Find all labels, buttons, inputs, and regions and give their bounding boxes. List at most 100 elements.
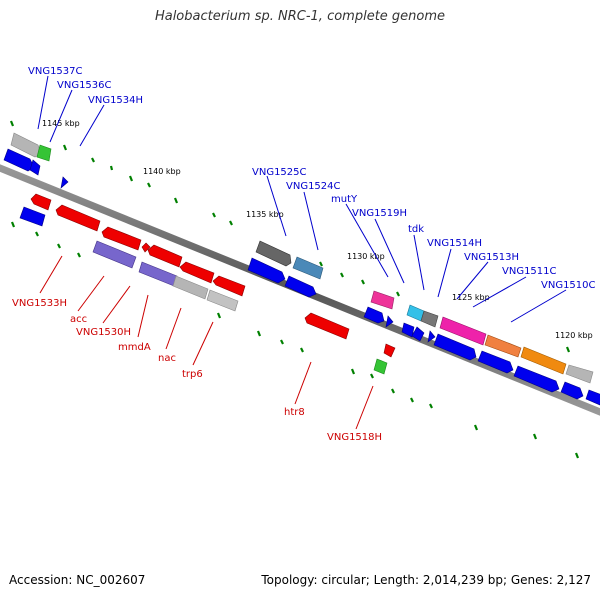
gene-arrow[interactable]: [439, 316, 487, 346]
callout-line: [355, 385, 374, 430]
ruler-dash: [429, 403, 433, 409]
gene-label[interactable]: VNG1530H: [76, 327, 131, 338]
ruler-dash: [370, 373, 374, 379]
gene-arrow[interactable]: [520, 346, 567, 375]
gene-arrow[interactable]: [373, 358, 388, 375]
ruler-dash: [10, 221, 16, 228]
gene-label[interactable]: VNG1513H: [464, 252, 519, 263]
forward-labels: VNG1537C VNG1536C VNG1534H VNG1525C VNG1…: [28, 66, 596, 291]
gene-label[interactable]: mmdA: [118, 342, 151, 353]
ruler-dash: [473, 424, 479, 431]
ruler-dash: [91, 157, 95, 163]
gene-label[interactable]: VNG1519H: [352, 208, 407, 219]
callout-line: [437, 248, 452, 298]
gene-arrow[interactable]: [30, 193, 52, 211]
ruler-dash: [216, 312, 222, 319]
gene-label[interactable]: htr8: [284, 407, 305, 418]
callout-line: [303, 191, 319, 251]
ruler-dash: [361, 279, 365, 285]
ruler-dash: [256, 330, 262, 337]
ruler-dash: [109, 165, 114, 171]
gene-label[interactable]: VNG1524C: [286, 181, 341, 192]
gene-arrow[interactable]: [138, 261, 178, 287]
ruler-dash: [565, 346, 571, 353]
gene-arrow[interactable]: [484, 334, 522, 358]
ruler-dash: [62, 144, 68, 151]
gene-arrow[interactable]: [212, 275, 246, 297]
gene-label[interactable]: trp6: [182, 369, 203, 380]
gene-arrow[interactable]: [255, 240, 292, 267]
gene-arrow[interactable]: [92, 240, 137, 269]
ruler-dash: [410, 397, 414, 403]
gene-arrow[interactable]: [383, 343, 396, 358]
gene-arrow[interactable]: [477, 350, 514, 374]
gene-arrow[interactable]: [292, 256, 324, 280]
reverse-genes: [19, 193, 396, 375]
ruler-dash: [128, 175, 134, 182]
gene-label[interactable]: VNG1537C: [28, 66, 83, 77]
ruler-dash: [147, 182, 151, 188]
gene-label[interactable]: mutY: [331, 194, 358, 205]
callout-line: [510, 289, 567, 323]
tick-label: 1130 kbp: [347, 252, 385, 261]
gene-label[interactable]: VNG1525C: [252, 167, 307, 178]
gene-label[interactable]: VNG1533H: [12, 298, 67, 309]
gene-arrow[interactable]: [385, 315, 394, 328]
gene-arrow[interactable]: [427, 330, 436, 343]
gene-label[interactable]: VNG1536C: [57, 80, 112, 91]
gene-arrow[interactable]: [172, 275, 209, 300]
tick-label: 1145 kbp: [42, 119, 80, 128]
gene-arrow[interactable]: [363, 306, 385, 324]
gene-arrow[interactable]: [147, 244, 183, 268]
gene-label[interactable]: VNG1510C: [541, 280, 596, 291]
callout-line: [456, 261, 489, 300]
gene-label[interactable]: VNG1514H: [427, 238, 482, 249]
callout-line: [137, 294, 149, 338]
gene-arrow[interactable]: [101, 226, 142, 251]
callout-line: [39, 255, 63, 294]
ruler-dash: [300, 347, 304, 353]
callout-line: [472, 276, 527, 308]
gene-arrow[interactable]: [60, 176, 69, 189]
callout-line: [345, 203, 389, 278]
gene-arrow[interactable]: [247, 257, 286, 284]
gene-arrow[interactable]: [370, 290, 395, 310]
gene-label[interactable]: acc: [70, 314, 87, 325]
ruler-dash: [280, 339, 284, 345]
gene-arrow[interactable]: [513, 365, 560, 393]
forward-genes: [3, 132, 600, 406]
callout-line: [374, 218, 405, 284]
ruler-dash: [391, 388, 395, 394]
tick-label: 1125 kbp: [452, 293, 490, 302]
gene-label[interactable]: tdk: [408, 224, 424, 235]
gene-label[interactable]: nac: [158, 353, 176, 364]
ruler-dash: [229, 220, 233, 226]
gene-arrow[interactable]: [179, 261, 215, 284]
gene-arrow[interactable]: [19, 206, 46, 227]
gene-arrow[interactable]: [284, 275, 317, 298]
gene-arrow[interactable]: [304, 312, 350, 340]
gene-label[interactable]: VNG1534H: [88, 95, 143, 106]
gene-label[interactable]: VNG1511C: [502, 266, 557, 277]
gene-arrow[interactable]: [36, 144, 52, 162]
gene-label[interactable]: VNG1518H: [327, 432, 382, 443]
gene-arrow[interactable]: [420, 310, 439, 328]
ruler-dash: [319, 261, 323, 267]
gene-arrow[interactable]: [141, 242, 151, 253]
gene-arrow[interactable]: [560, 381, 584, 400]
genome-summary-text: Topology: circular; Length: 2,014,239 bp…: [261, 573, 591, 587]
gene-arrow[interactable]: [565, 364, 594, 384]
callout-line: [49, 89, 73, 143]
gene-arrow[interactable]: [206, 289, 239, 312]
gene-arrow[interactable]: [433, 333, 477, 361]
gene-arrow[interactable]: [29, 159, 41, 176]
gene-arrow[interactable]: [585, 389, 600, 406]
gene-arrow[interactable]: [411, 326, 425, 342]
gene-arrow[interactable]: [401, 322, 415, 338]
gene-arrow[interactable]: [55, 204, 101, 232]
callout-line: [294, 361, 312, 405]
ruler-dash: [340, 272, 344, 278]
reverse-callouts: [39, 255, 374, 430]
